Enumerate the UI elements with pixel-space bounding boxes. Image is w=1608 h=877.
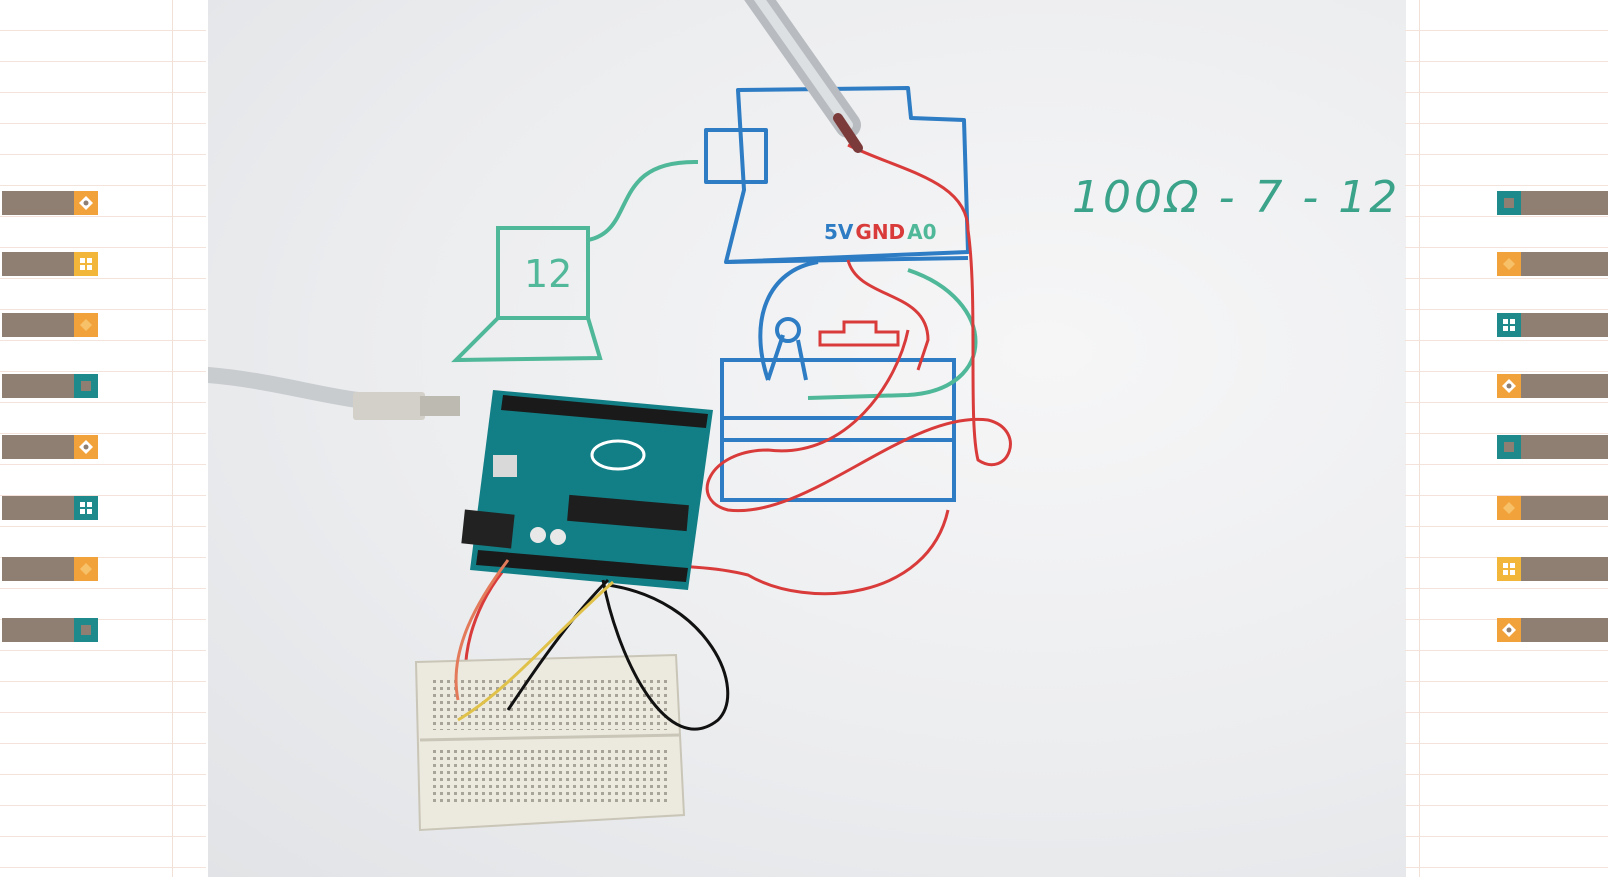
left-tab-7	[2, 557, 98, 581]
diamond-dot-icon	[1497, 618, 1521, 642]
four-dots-icon	[74, 252, 98, 276]
breadboard	[414, 653, 686, 832]
right-tab-4	[1497, 374, 1608, 398]
left-tab-2	[2, 252, 98, 276]
diamond-icon	[1497, 496, 1521, 520]
pin-a0-label: A0	[907, 220, 937, 244]
right-tab-5	[1497, 435, 1608, 459]
square-icon	[74, 618, 98, 642]
diamond-dot-icon	[74, 191, 98, 215]
diamond-icon	[74, 557, 98, 581]
left-tab-8	[2, 618, 98, 642]
pen	[744, 0, 863, 153]
square-icon	[1497, 435, 1521, 459]
arduino-board	[461, 390, 713, 590]
computer-sketch	[451, 159, 978, 400]
four-dots-icon	[1497, 557, 1521, 581]
diamond-dot-icon	[74, 435, 98, 459]
four-dots-icon	[1497, 313, 1521, 337]
right-tab-3	[1497, 313, 1608, 337]
left-tab-1	[2, 191, 98, 215]
four-dots-icon	[74, 496, 98, 520]
usb-cable	[208, 367, 366, 408]
diamond-dot-icon	[1497, 374, 1521, 398]
right-tab-7	[1497, 557, 1608, 581]
jumper-wires	[454, 559, 730, 731]
whiteboard-drawing	[208, 0, 1012, 832]
diamond-icon	[1497, 252, 1521, 276]
diamond-icon	[74, 313, 98, 337]
right-tab-2	[1497, 252, 1608, 276]
right-tab-1	[1497, 191, 1608, 215]
usb-plug	[353, 392, 425, 420]
right-tab-8	[1497, 618, 1608, 642]
panel-guide-line	[172, 0, 173, 877]
left-decorative-panel	[0, 0, 206, 877]
left-tab-5	[2, 435, 98, 459]
left-tab-4	[2, 374, 98, 398]
monitor-label: 12	[524, 252, 573, 296]
right-tab-6	[1497, 496, 1608, 520]
square-icon	[74, 374, 98, 398]
right-decorative-panel	[1405, 0, 1608, 877]
pin-gnd-label: GND	[855, 220, 906, 244]
usb-plug-tip	[420, 396, 460, 416]
square-icon	[1497, 191, 1521, 215]
panel-guide-line	[1419, 0, 1420, 877]
left-tab-3	[2, 313, 98, 337]
breadboard-sketch	[720, 260, 956, 502]
left-tab-6	[2, 496, 98, 520]
arduino-sketch	[704, 86, 970, 264]
resistor-formula: 100Ω - 7 - 12	[1072, 172, 1401, 223]
pin-5v-label: 5V	[824, 220, 854, 244]
